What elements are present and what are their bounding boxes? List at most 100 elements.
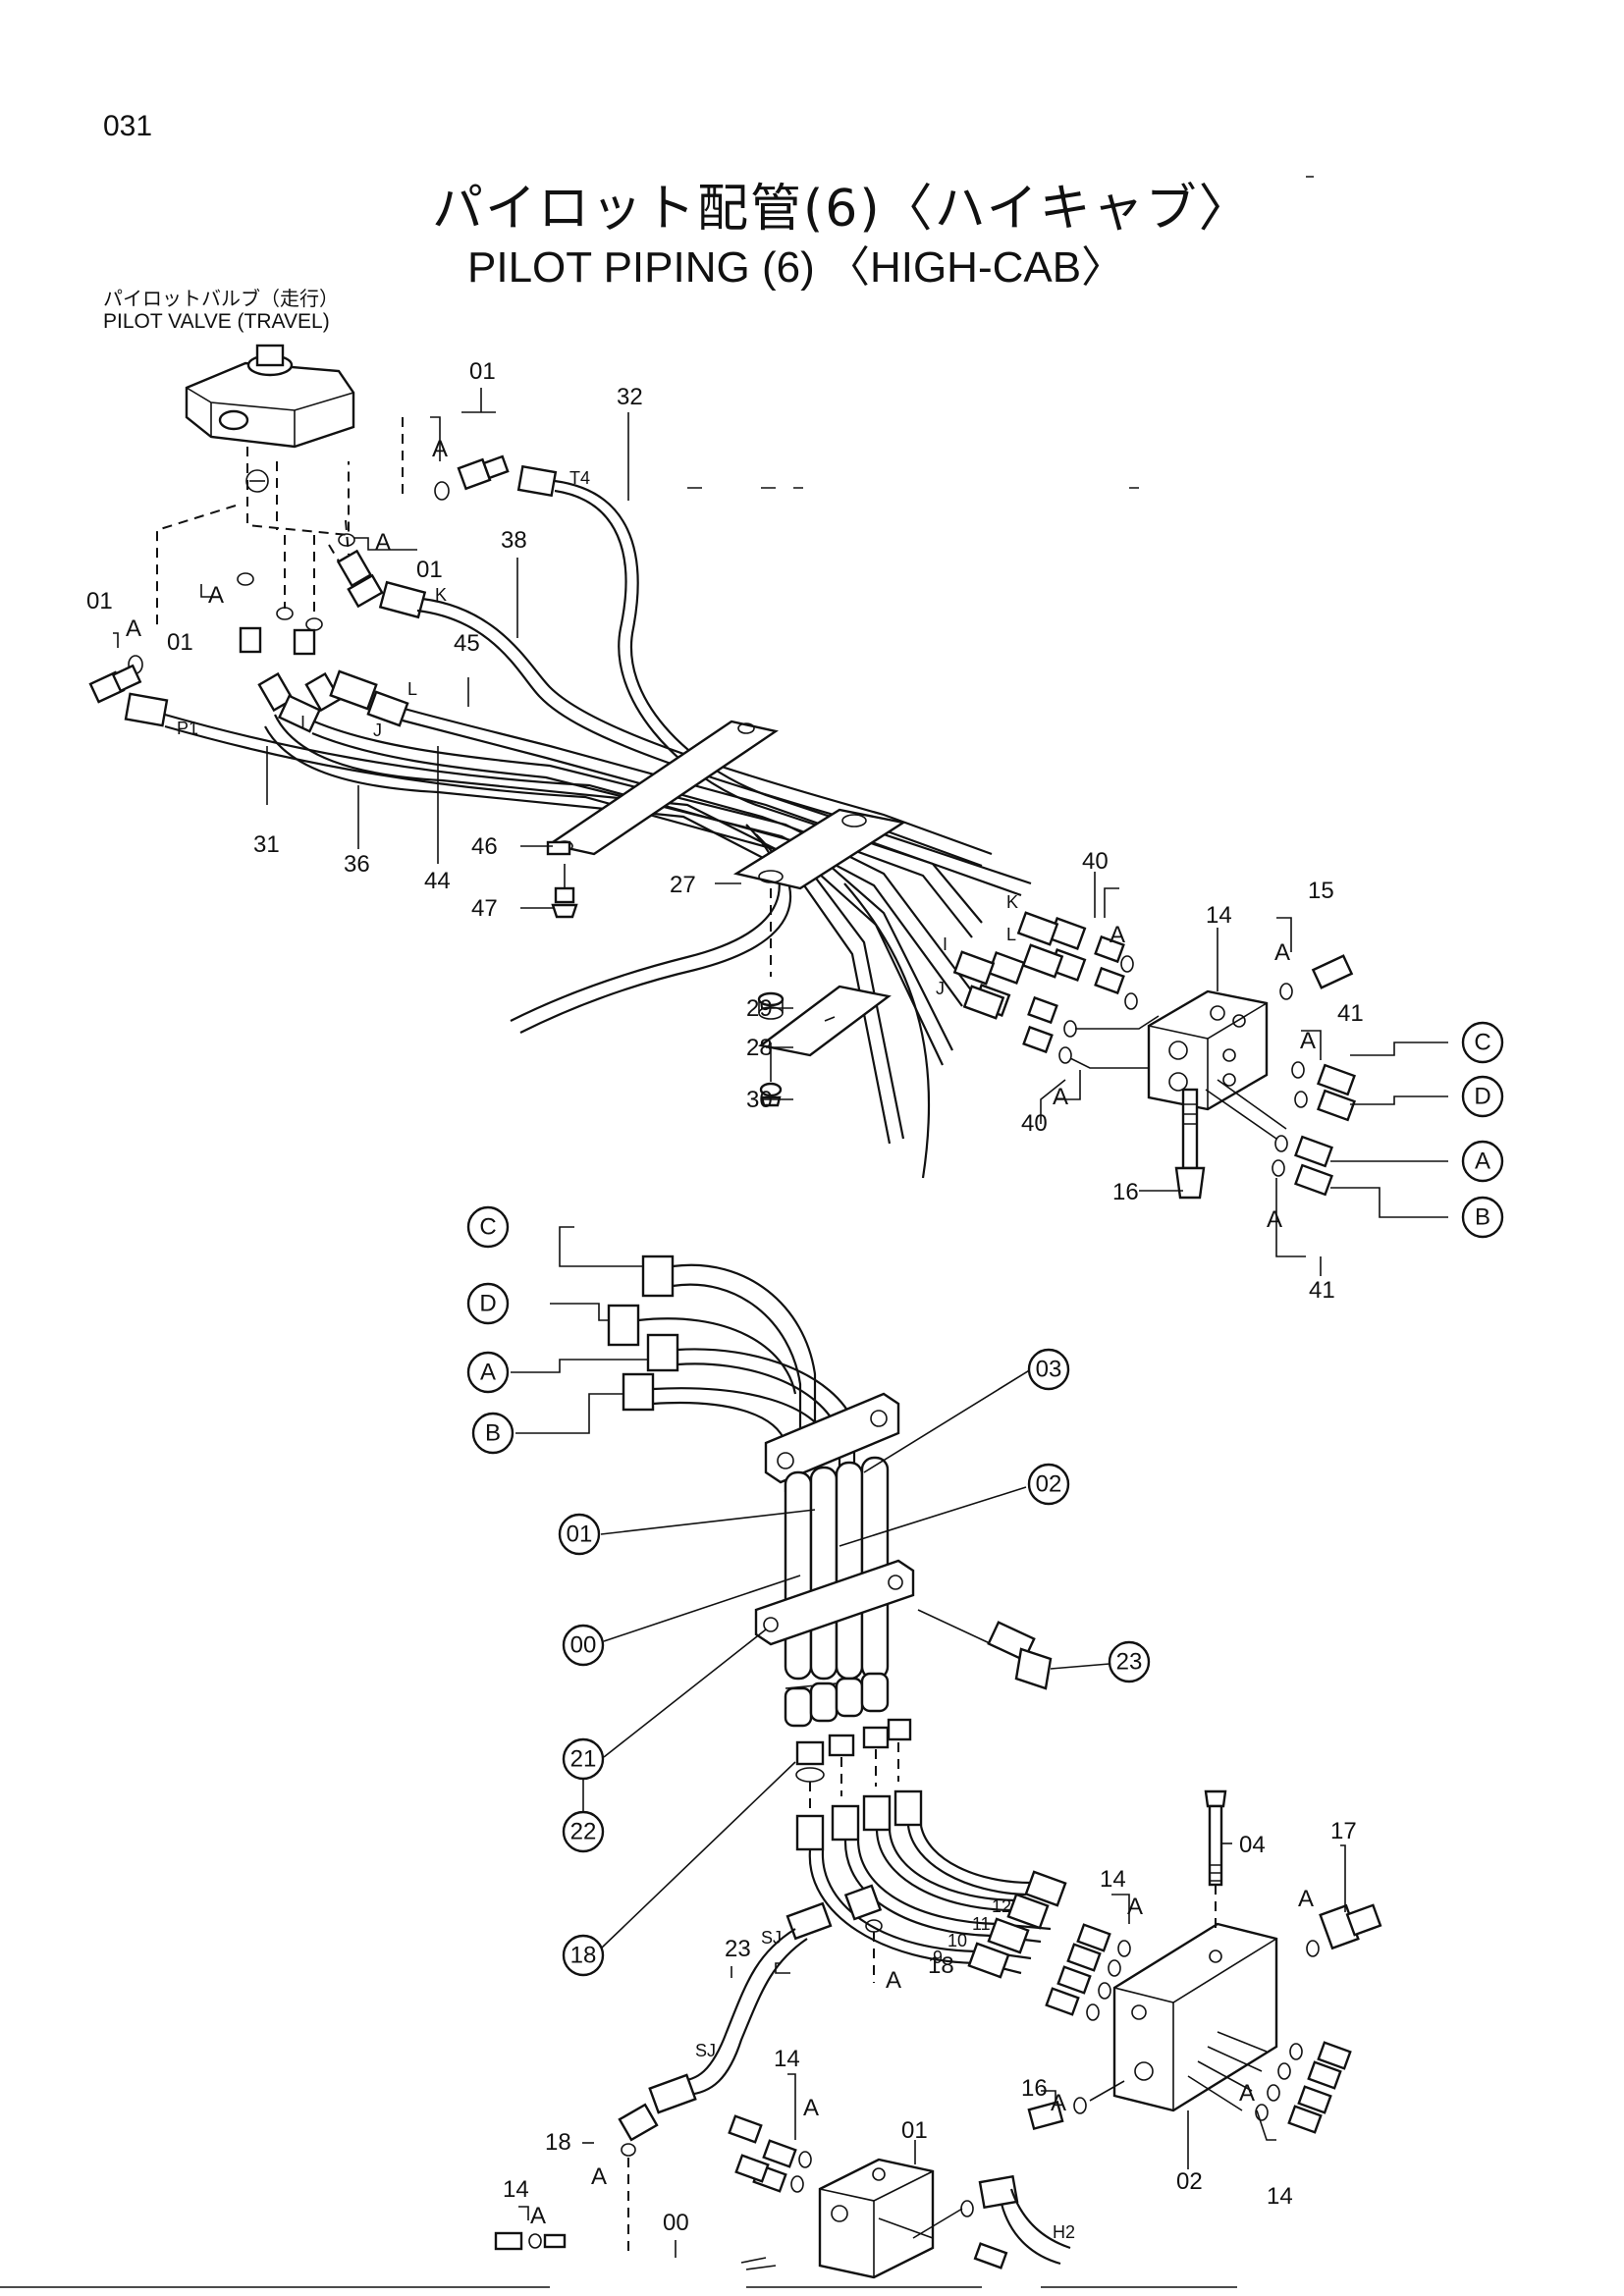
callout-27: 27 xyxy=(670,872,696,898)
fitting-16-lower xyxy=(1027,2080,1125,2131)
callout-47: 47 xyxy=(471,895,498,922)
ref-18: 18 xyxy=(570,1943,597,1969)
callout-30: 30 xyxy=(746,1087,773,1113)
callout-14: 14 xyxy=(1100,1866,1126,1893)
ref-D-left: D xyxy=(479,1291,496,1317)
callout-16: 16 xyxy=(1112,1179,1139,1205)
pilot-valve-label-english: PILOT VALVE (TRAVEL) xyxy=(103,310,330,333)
hose-ends-klij xyxy=(952,911,1064,1020)
letter-T4: T4 xyxy=(569,468,590,488)
callout-44: 44 xyxy=(424,868,451,894)
callout-04: 04 xyxy=(1239,1832,1266,1858)
ref-23: 23 xyxy=(1116,1649,1143,1676)
callout-14: 14 xyxy=(774,2046,800,2072)
title-english: PILOT PIPING (6) 〈HIGH-CAB〉 xyxy=(467,243,1125,292)
letter-A: A xyxy=(208,582,224,609)
callout-16: 16 xyxy=(1021,2075,1048,2102)
callout-41: 41 xyxy=(1337,1000,1364,1027)
hoses-lower xyxy=(607,1255,856,1492)
callout-01: 01 xyxy=(469,358,496,385)
pilot-valve-travel xyxy=(185,344,355,537)
letter-K: K xyxy=(435,585,447,605)
letter-A: A xyxy=(1110,922,1125,948)
ref-A-right: A xyxy=(1475,1148,1490,1175)
letter-SJ: SJ xyxy=(695,2041,716,2060)
title-japanese: パイロット配管(6)〈ハイキャブ〉 xyxy=(432,180,1252,239)
pilot-valve-label-japanese: パイロットバルブ（走行） xyxy=(103,287,339,310)
letter-P1: P1 xyxy=(177,719,198,738)
letter-I: I xyxy=(943,934,947,954)
hoses-9-12 xyxy=(795,1789,1067,1979)
callout-02: 02 xyxy=(1176,2168,1203,2195)
ref-03: 03 xyxy=(1036,1357,1062,1383)
callout-41: 41 xyxy=(1309,1277,1335,1304)
letter-A: A xyxy=(1300,1028,1316,1054)
bracket-bar xyxy=(546,720,779,856)
letter-A: A xyxy=(126,615,141,642)
ref-21: 21 xyxy=(570,1746,597,1773)
letter-I: I xyxy=(300,713,305,732)
callout-28: 28 xyxy=(746,1035,773,1061)
clamp-parts-28-29-30 xyxy=(757,985,892,1107)
callout-29: 29 xyxy=(746,995,773,1022)
letter-A: A xyxy=(1127,1894,1143,1920)
letter-A: A xyxy=(432,436,448,462)
hose-label-12: 12 xyxy=(992,1896,1011,1916)
fittings-01-upper xyxy=(88,454,510,713)
letter-labels: A A A A A A A A A A A A A A A A A T4 K L… xyxy=(126,436,1316,2242)
callout-23: 23 xyxy=(725,1936,751,1962)
ref-B-right: B xyxy=(1475,1204,1490,1231)
letter-A: A xyxy=(591,2163,607,2190)
ref-02: 02 xyxy=(1036,1471,1062,1498)
letter-A: A xyxy=(1053,1084,1068,1110)
callout-01: 01 xyxy=(901,2117,928,2144)
elbow-fittings-18 xyxy=(795,1718,912,1811)
letter-A: A xyxy=(1298,1886,1314,1912)
callout-15: 15 xyxy=(1308,878,1334,904)
circle-references: C D A B C D A B 03 02 01 00 21 xyxy=(466,1021,1504,1977)
block-02 xyxy=(1112,1922,1278,2112)
ref-22: 22 xyxy=(570,1819,597,1845)
callout-31: 31 xyxy=(253,831,280,858)
callout-01: 01 xyxy=(86,588,113,614)
hose-label-11: 11 xyxy=(972,1914,991,1934)
letter-L: L xyxy=(407,679,417,699)
letter-A: A xyxy=(530,2203,546,2229)
bolt-47 xyxy=(551,864,578,919)
callout-40: 40 xyxy=(1082,848,1109,875)
letter-A: A xyxy=(1051,2090,1066,2116)
hose-label-9: 9 xyxy=(933,1948,943,1967)
fitting-17 xyxy=(1306,1903,1382,1957)
callout-36: 36 xyxy=(344,851,370,878)
hose-bundle-clamp xyxy=(754,1392,915,1728)
block-14-upper xyxy=(1147,989,1269,1111)
ref-B-left: B xyxy=(485,1420,501,1447)
callout-38: 38 xyxy=(501,527,527,554)
fittings-14-block02 xyxy=(1045,1923,1352,2134)
letter-L: L xyxy=(1006,925,1016,944)
callout-00: 00 xyxy=(663,2210,689,2236)
letter-H2: H2 xyxy=(1053,2222,1075,2242)
callout-46: 46 xyxy=(471,833,498,860)
callout-14: 14 xyxy=(1206,902,1232,929)
block-01-lower xyxy=(728,2114,1071,2279)
clamp-plate-27 xyxy=(732,808,907,890)
page-number: 031 xyxy=(103,110,153,142)
callout-17: 17 xyxy=(1330,1818,1357,1844)
callout-01: 01 xyxy=(167,629,193,656)
callout-14: 14 xyxy=(1267,2183,1293,2210)
letter-A: A xyxy=(1274,939,1290,966)
bolt-04 xyxy=(1204,1789,1227,1932)
ref-01: 01 xyxy=(567,1522,593,1548)
callout-14: 14 xyxy=(503,2176,529,2203)
letter-A: A xyxy=(1239,2080,1255,2107)
letter-A: A xyxy=(1267,1206,1282,1233)
ref-C-left: C xyxy=(479,1214,496,1241)
callout-18: 18 xyxy=(545,2129,571,2156)
callout-45: 45 xyxy=(454,630,480,657)
hose-label-10: 10 xyxy=(947,1931,967,1950)
hose-23 xyxy=(618,1884,883,2258)
letter-A: A xyxy=(886,1967,901,1994)
